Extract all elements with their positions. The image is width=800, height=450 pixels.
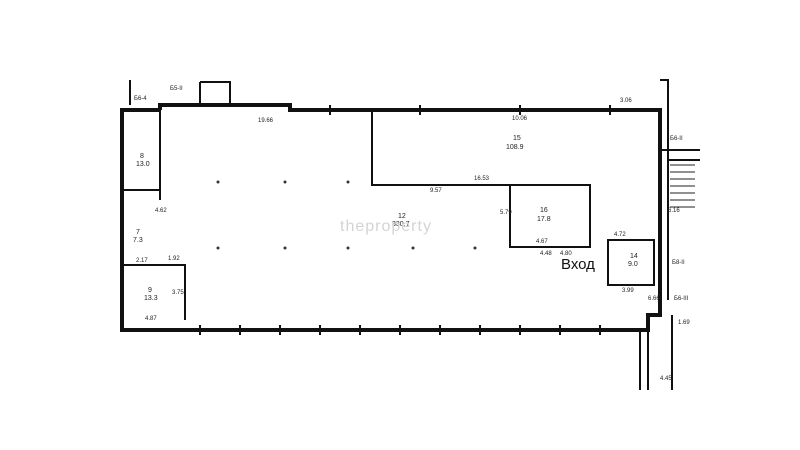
dimension-label: 10.06 (512, 116, 528, 122)
room-area: 108.9 (506, 144, 524, 151)
dimension-label: 1.92 (168, 256, 180, 262)
dimension-label: 4.62 (155, 208, 167, 214)
dimension-label: 19.66 (258, 118, 274, 124)
dimension-label: 3.75 (172, 290, 184, 296)
room-number: 7 (136, 229, 140, 236)
room-number: 8 (140, 153, 144, 160)
room-area: 9.0 (628, 261, 638, 268)
dimension-label: 16.53 (474, 176, 490, 182)
room-area: 17.8 (537, 216, 551, 223)
dimension-label: 4.45 (660, 376, 672, 382)
right-stair-wall (660, 79, 700, 300)
left-annex-wall (121, 110, 186, 330)
dimension-label: 4.72 (614, 232, 626, 238)
pillars (216, 180, 477, 250)
room-number: 9 (148, 287, 152, 294)
room-area: 7.3 (133, 237, 143, 244)
window-marks (199, 105, 611, 335)
section-mark: Б6-II (670, 136, 683, 142)
section-mark: Б8-II (672, 260, 685, 266)
room-number: 15 (513, 135, 521, 142)
section-mark: Б6-III (674, 296, 689, 302)
dimension-label: 4.48 (540, 251, 552, 257)
dimension-label: 1.69 (678, 320, 690, 326)
partition-12-15 (371, 110, 510, 186)
top-left-rooms (129, 80, 231, 105)
room-14-wall (607, 239, 655, 286)
room-number: 14 (630, 253, 638, 260)
left-corridor-wall (122, 110, 161, 200)
room-number: 16 (540, 207, 548, 214)
dimension-label: 2.17 (136, 258, 148, 264)
dimension-label: 5.79 (500, 210, 512, 216)
dimension-label: 4.87 (145, 316, 157, 322)
room-number: 12 (398, 213, 406, 220)
dimension-label: 9.57 (430, 188, 442, 194)
dimension-label: 6.16 (668, 208, 680, 214)
dimension-label: 6.66 (648, 296, 660, 302)
room-16-wall (509, 184, 591, 248)
room-area: 330.7 (392, 221, 410, 228)
dimension-label: 3.99 (622, 288, 634, 294)
room-area: 13.3 (144, 295, 158, 302)
lower-right-wall (639, 315, 673, 390)
dimension-label: 3.06 (620, 98, 632, 104)
section-mark: Б5-II (170, 86, 183, 92)
dimension-label: 4.80 (560, 251, 572, 257)
room-area: 13.0 (136, 161, 150, 168)
watermark: theproperty (340, 218, 432, 235)
stairs (670, 164, 695, 208)
dimension-label: 4.67 (536, 239, 548, 245)
entrance-label: Вход (561, 256, 595, 273)
section-mark: Б6-4 (134, 96, 147, 102)
